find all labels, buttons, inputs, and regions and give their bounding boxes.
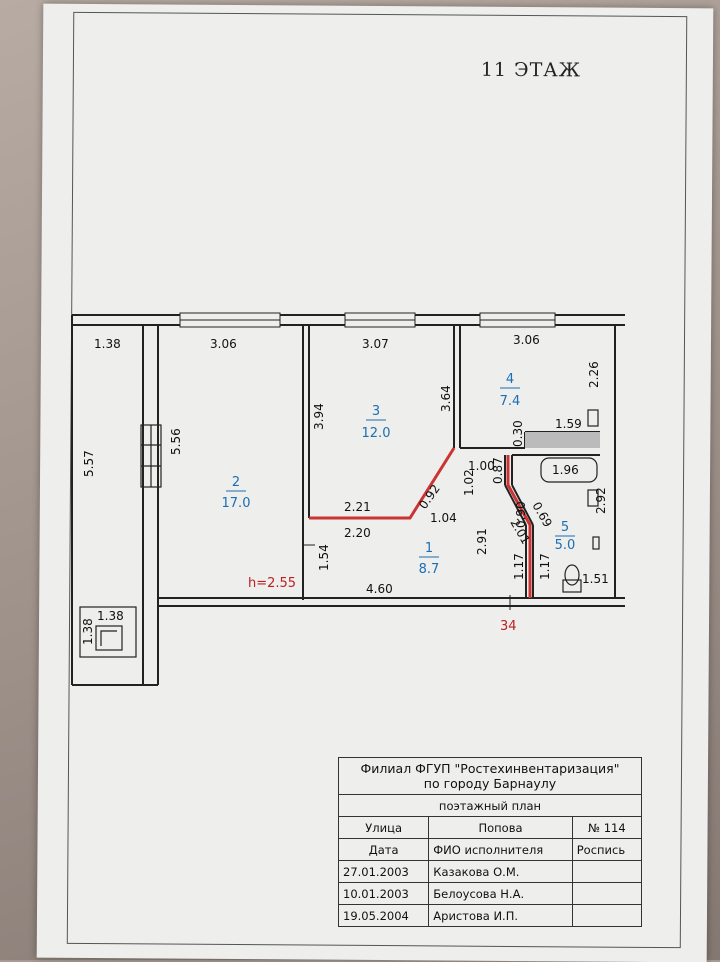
dim-221: 2.21 bbox=[344, 500, 371, 514]
dim-room2-side: 5.56 bbox=[169, 428, 183, 455]
sink-icon-2 bbox=[587, 489, 599, 507]
toilet-tank bbox=[562, 579, 582, 593]
room-2-label: 2 17.0 bbox=[222, 475, 251, 511]
red-partition-bath bbox=[506, 455, 532, 598]
dim-room3-top: 3.07 bbox=[362, 337, 389, 351]
executor-header: ФИО исполнителя bbox=[428, 838, 573, 861]
ceiling-height: h=2.55 bbox=[248, 576, 296, 591]
room-5-label: 5 5.0 bbox=[555, 520, 576, 553]
svg-text:5.0: 5.0 bbox=[555, 538, 576, 553]
dim-292: 2.92 bbox=[594, 487, 608, 514]
date-header: Дата bbox=[337, 838, 430, 861]
svg-text:12.0: 12.0 bbox=[362, 426, 391, 441]
hatch-bath-wall bbox=[525, 432, 600, 448]
org-line1: Филиал ФГУП "Ростехинвентаризация" bbox=[360, 761, 620, 776]
street-value: Попова bbox=[428, 816, 573, 839]
dim-291: 2.91 bbox=[475, 528, 489, 555]
title-block: Филиал ФГУП "Ростехинвентаризация" по го… bbox=[337, 757, 643, 927]
dim-balcony-side: 5.57 bbox=[82, 450, 96, 477]
dim-104: 1.04 bbox=[430, 511, 457, 525]
toilet-icon bbox=[564, 564, 580, 586]
dim-room3-side-right: 3.64 bbox=[439, 385, 453, 412]
number-label: № 114 bbox=[571, 816, 643, 839]
svg-text:3: 3 bbox=[372, 404, 380, 419]
dim-hall-left: 1.54 bbox=[317, 544, 331, 571]
dim-100: 1.00 bbox=[468, 459, 495, 473]
dim-bath-width: 1.59 bbox=[555, 417, 582, 431]
dim-102: 1.02 bbox=[462, 469, 476, 496]
svg-text:5: 5 bbox=[561, 520, 569, 535]
svg-text:4: 4 bbox=[506, 372, 514, 387]
street-label: Улица bbox=[337, 816, 430, 839]
org-line2: по городу Барнаулу bbox=[423, 776, 557, 791]
storage-box bbox=[79, 606, 137, 658]
dim-room4-top: 3.06 bbox=[513, 333, 540, 347]
room-1-label: 1 8.7 bbox=[419, 541, 440, 577]
dim-092: 0.92 bbox=[416, 482, 443, 512]
dim-hall-bottom: 4.60 bbox=[366, 582, 393, 596]
table-row: 19.05.2004 Аристова И.П. bbox=[337, 904, 643, 927]
svg-text:1: 1 bbox=[425, 541, 433, 556]
dim-090: 0.90 bbox=[514, 501, 528, 528]
svg-text:17.0: 17.0 bbox=[222, 496, 251, 511]
dim-117b: 1.17 bbox=[538, 553, 552, 580]
dim-room2-top: 3.06 bbox=[210, 337, 237, 351]
apartment-number: 34 bbox=[500, 619, 517, 634]
room-4-label: 4 7.4 bbox=[500, 372, 521, 409]
dim-087: 0.87 bbox=[491, 457, 505, 484]
dim-151: 1.51 bbox=[582, 572, 609, 586]
svg-text:8.7: 8.7 bbox=[419, 562, 440, 577]
dim-storage-h: 1.38 bbox=[81, 618, 95, 645]
red-partition-room3 bbox=[309, 447, 456, 520]
plan-title: поэтажный план bbox=[338, 794, 642, 817]
wall-bath-diag bbox=[504, 484, 527, 526]
wall-bath-diag-b bbox=[511, 484, 534, 526]
room-3-label: 3 12.0 bbox=[362, 404, 391, 441]
dim-balcony-top: 1.38 bbox=[94, 337, 121, 351]
svg-text:2: 2 bbox=[232, 475, 240, 490]
org-cell: Филиал ФГУП "Ростехинвентаризация" по го… bbox=[338, 757, 642, 795]
dim-room3-side: 3.94 bbox=[312, 403, 326, 430]
dim-room4-right: 2.26 bbox=[587, 361, 601, 388]
bathtub-icon bbox=[540, 457, 598, 483]
dim-bathtub: 1.96 bbox=[552, 463, 579, 477]
table-row: 27.01.2003 Казакова О.М. bbox=[337, 860, 643, 883]
sign-header: Роспись bbox=[571, 838, 643, 861]
svg-text:7.4: 7.4 bbox=[500, 394, 521, 409]
table-row: 10.01.2003 Белоусова Н.А. bbox=[337, 882, 643, 905]
dim-220: 2.20 bbox=[344, 526, 371, 540]
dim-117a: 1.17 bbox=[512, 553, 526, 580]
sink-icon bbox=[587, 409, 599, 427]
vent-icon bbox=[95, 625, 123, 651]
dim-storage-w: 1.38 bbox=[97, 609, 124, 623]
dim-030: 0.30 bbox=[511, 420, 525, 447]
